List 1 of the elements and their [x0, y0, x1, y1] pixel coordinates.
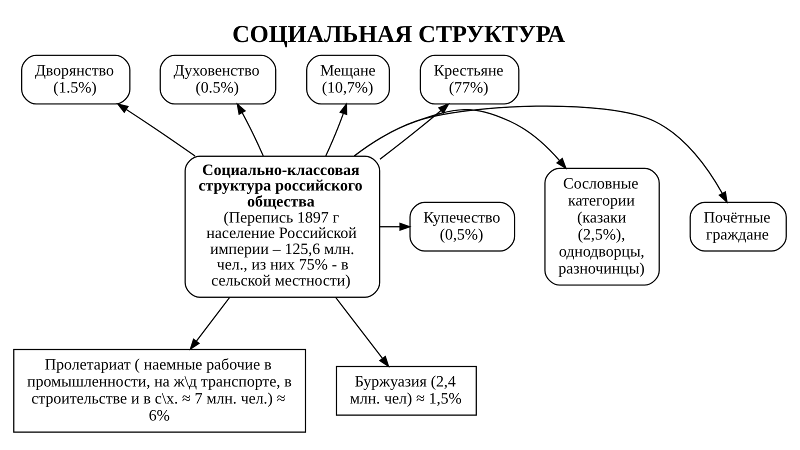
diagram-title: СОЦИАЛЬНАЯ СТРУКТУРА [232, 20, 566, 48]
